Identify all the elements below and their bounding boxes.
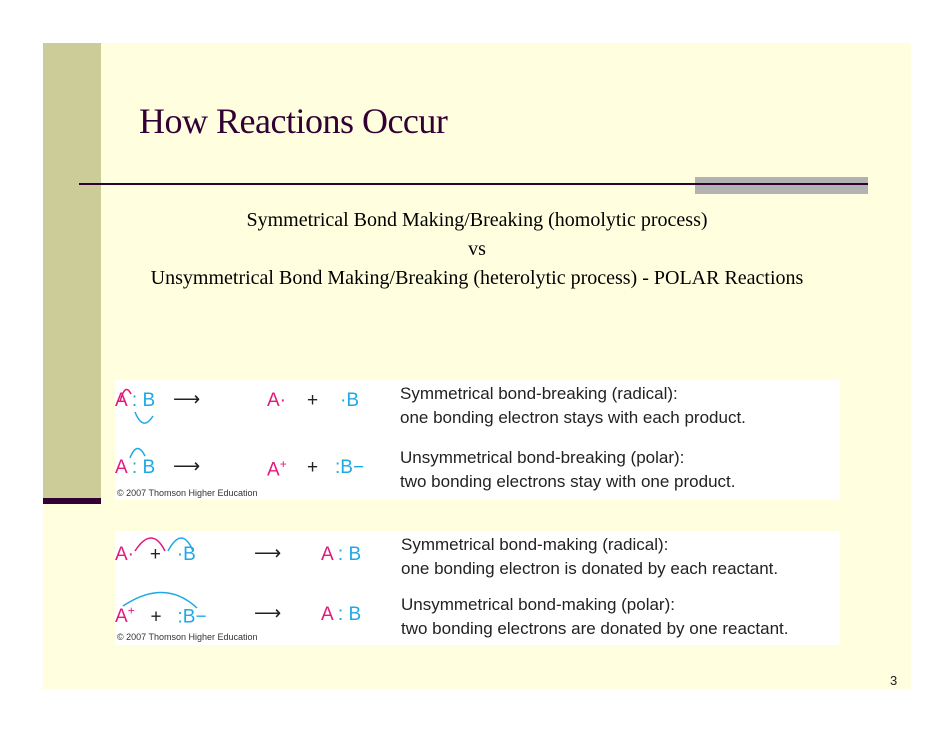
desc-title: Symmetrical bond-breaking (radical): — [400, 384, 678, 403]
desc-body: two bonding electrons are donated by one… — [401, 619, 789, 638]
desc-body: one bonding electron is donated by each … — [401, 559, 779, 578]
curved-arrow-icon — [122, 591, 198, 609]
desc-title: Unsymmetrical bond-making (polar): — [401, 595, 675, 614]
plus-sign: + — [307, 390, 319, 411]
subtitle-line-1: Symmetrical Bond Making/Breaking (homoly… — [246, 209, 708, 231]
bond-making-figure: A· + ·B ⟶ A : B Symmetrical bond-making … — [115, 531, 840, 645]
reaction-1-reactant: A : B — [115, 390, 156, 411]
plus-sign: + — [307, 457, 319, 478]
product-b: ·B — [340, 390, 359, 411]
title-rule — [79, 183, 868, 185]
desc-title: Unsymmetrical bond-breaking (polar): — [400, 448, 685, 467]
reaction-3-description: Symmetrical bond-making (radical): one bo… — [401, 533, 778, 581]
desc-body: two bonding electrons stay with one prod… — [400, 472, 736, 491]
desc-title: Symmetrical bond-making (radical): — [401, 535, 669, 554]
product-ab: A : B — [321, 604, 362, 625]
product-a: A· — [267, 390, 286, 411]
reaction-arrow: ⟶ — [254, 603, 282, 624]
reaction-2-reactant: A : B — [115, 457, 156, 478]
bond-breaking-figure: A : B ⟶ A· + ·B Symmetrical bond-breakin… — [115, 380, 840, 500]
reaction-arrow: ⟶ — [173, 389, 201, 410]
reaction-arrow: ⟶ — [173, 456, 201, 477]
slide-title: How Reactions Occur — [139, 101, 448, 141]
reaction-arrow: ⟶ — [254, 543, 282, 564]
product-b-anion: :B− — [335, 457, 365, 478]
reaction-2-description: Unsymmetrical bond-breaking (polar): two … — [400, 446, 735, 494]
subtitle-line-2: vs — [468, 238, 486, 260]
copyright: © 2007 Thomson Higher Education — [117, 632, 258, 642]
reactant-b-anion: :B− — [177, 606, 207, 628]
sidebar-accent — [43, 43, 101, 503]
desc-body: one bonding electron stays with each pro… — [400, 408, 746, 427]
copyright: © 2007 Thomson Higher Education — [117, 488, 258, 498]
curved-arrows-icon — [119, 388, 154, 424]
product-a-cation: A+ — [267, 457, 287, 481]
curved-arrow-icon — [129, 447, 146, 459]
subtitle-line-3: Unsymmetrical Bond Making/Breaking (hete… — [150, 267, 804, 289]
reaction-1-description: Symmetrical bond-breaking (radical): one … — [400, 382, 746, 430]
sidebar-accent-foot — [43, 498, 101, 504]
reaction-3-reactants: A· + ·B — [115, 544, 196, 565]
page-number: 3 — [890, 673, 898, 688]
curved-arrows-icon — [134, 537, 194, 552]
title-rule-accent — [695, 177, 868, 194]
reaction-4-reactants: A+ + :B− — [115, 604, 207, 628]
product-ab: A : B — [321, 544, 362, 565]
reaction-4-description: Unsymmetrical bond-making (polar): two bo… — [401, 593, 789, 641]
